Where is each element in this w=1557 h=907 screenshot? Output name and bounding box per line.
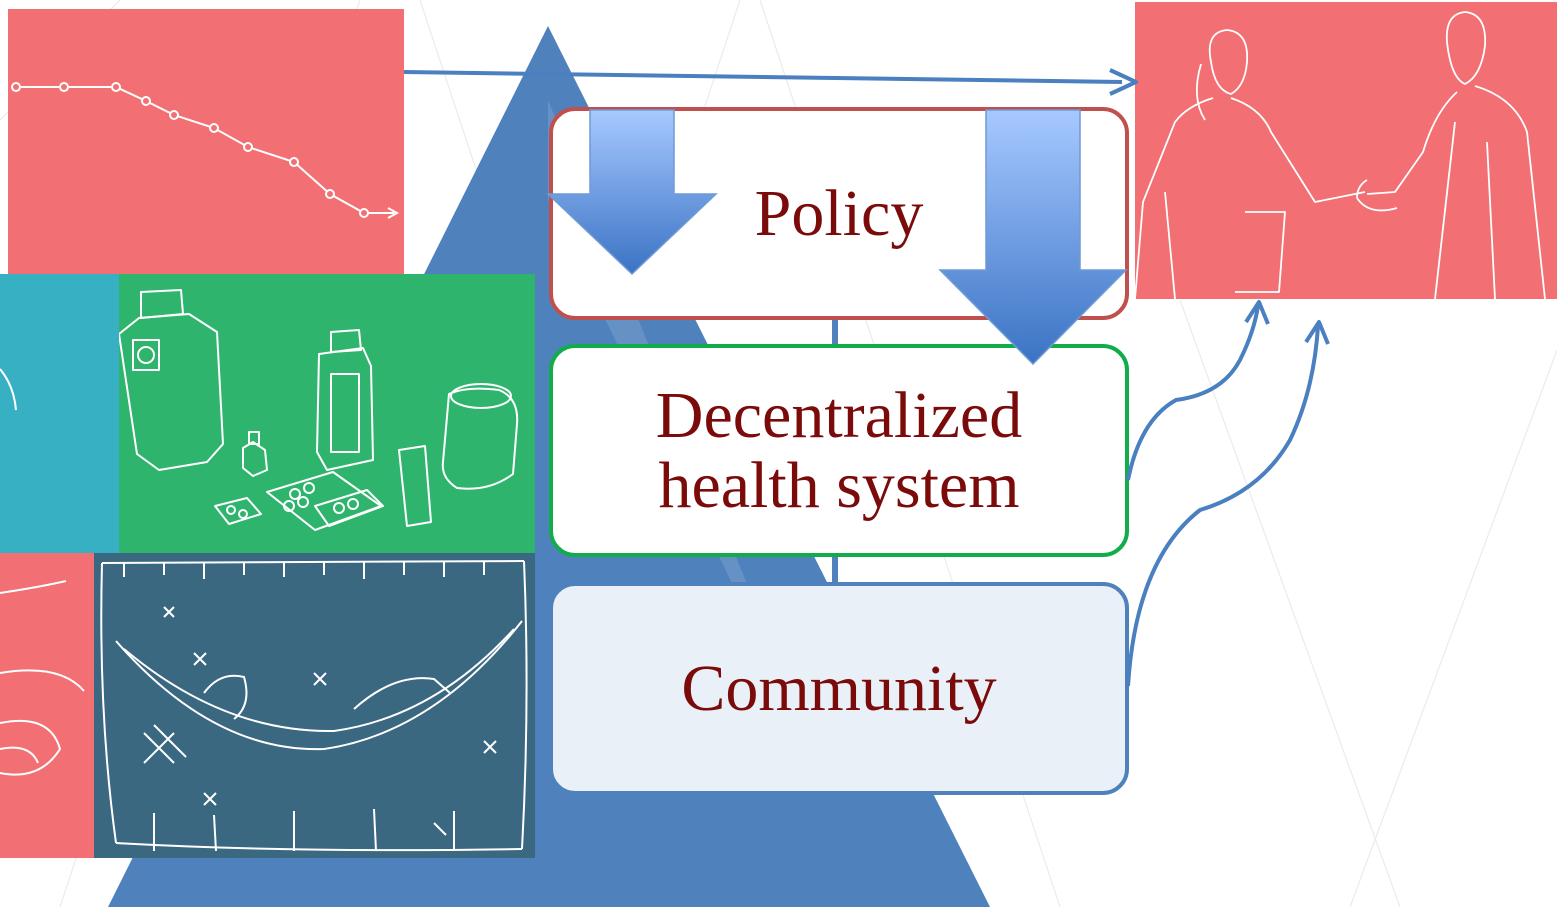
decentralized-label: Decentralized health system — [655, 379, 1023, 522]
community-label: Community — [681, 651, 997, 725]
bednet-panel — [94, 553, 535, 858]
policy-label: Policy — [754, 176, 924, 250]
red-strip-panel — [0, 553, 94, 858]
declining-trend-line-icon — [11, 82, 400, 219]
hammock-bednet-icon — [100, 560, 528, 852]
teal-panel — [0, 274, 120, 553]
trend-to-handshake-arrow — [403, 70, 1123, 84]
decentralized-level-box: Decentralized health system — [549, 344, 1129, 557]
handshake-panel — [1135, 2, 1557, 299]
handshake-icon — [1135, 11, 1546, 299]
medicine-bottles-icon — [119, 289, 519, 531]
community-level-box: Community — [549, 582, 1129, 795]
trend-panel — [8, 9, 404, 277]
medicines-panel — [119, 274, 535, 553]
policy-level-box: Policy — [549, 107, 1129, 320]
